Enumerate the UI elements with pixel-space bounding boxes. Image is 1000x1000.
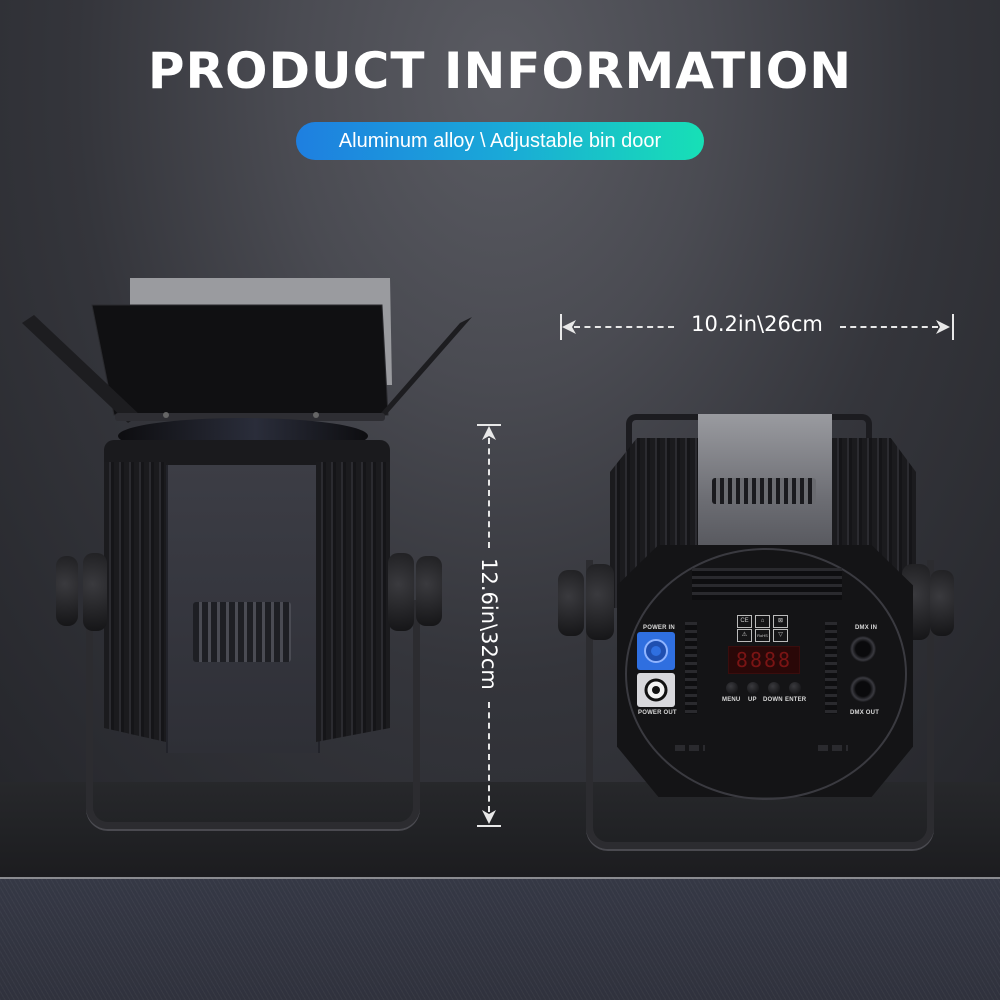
dimension-tick xyxy=(560,314,562,340)
powercon-icon xyxy=(644,639,668,663)
arrow-left-icon xyxy=(562,320,576,334)
feature-pill: Aluminum alloy \ Adjustable bin door xyxy=(296,122,704,160)
enter-label: ENTER xyxy=(785,697,807,703)
power-out-connector[interactable] xyxy=(637,673,675,707)
yoke-bracket xyxy=(86,600,420,829)
dimension-dash xyxy=(574,326,674,328)
menu-label: MENU xyxy=(722,697,741,703)
heatsink-left xyxy=(104,462,166,742)
tilt-hub-right xyxy=(388,553,414,631)
rohs-icon: RoHS xyxy=(755,629,770,642)
dimension-tick xyxy=(477,424,501,426)
dimension-dash xyxy=(840,326,938,328)
background-bottom xyxy=(0,879,1000,1000)
led-display: 8888 xyxy=(728,646,800,674)
dimension-tick xyxy=(952,314,954,340)
arrow-right-icon xyxy=(936,320,950,334)
dimension-dash xyxy=(488,702,490,812)
top-cap xyxy=(104,440,390,466)
enter-button[interactable] xyxy=(789,682,801,694)
tilt-knob-right[interactable] xyxy=(930,570,954,636)
dimension-dash xyxy=(488,438,490,548)
tilt-knob-left[interactable] xyxy=(56,556,78,626)
height-label: 12.6in\32cm xyxy=(477,558,501,690)
top-grille xyxy=(692,568,842,600)
bottom-vent-left xyxy=(675,745,705,751)
down-button[interactable] xyxy=(768,682,780,694)
power-out-label: POWER OUT xyxy=(638,710,677,716)
height-dimension: 12.6in\32cm xyxy=(474,424,504,828)
up-button[interactable] xyxy=(747,682,759,694)
dimension-tick xyxy=(477,825,501,827)
triangle-icon: ▽ xyxy=(773,629,788,642)
page-title: PRODUCT INFORMATION xyxy=(147,42,853,100)
side-grille-left xyxy=(685,622,697,714)
tilt-knob-right[interactable] xyxy=(416,556,442,626)
barn-doors xyxy=(22,278,472,423)
yoke-bracket xyxy=(586,560,934,849)
ce-mark-icon: CE xyxy=(737,615,752,628)
power-in-connector[interactable] xyxy=(637,632,675,670)
powercon-icon xyxy=(644,678,668,702)
bottom-vent-right xyxy=(818,745,848,751)
menu-button[interactable] xyxy=(726,682,738,694)
up-label: UP xyxy=(748,697,757,703)
feature-pill-text: Aluminum alloy \ Adjustable bin door xyxy=(338,129,662,152)
width-dimension: 10.2in\26cm xyxy=(560,312,954,340)
dmx-in-label: DMX IN xyxy=(855,625,878,631)
rear-panel-ring xyxy=(625,548,907,800)
heatsink-right xyxy=(316,462,390,742)
dmx-in-connector[interactable] xyxy=(850,636,876,662)
arrow-up-icon xyxy=(482,426,496,440)
top-vent-slots xyxy=(712,478,816,504)
side-grille-right xyxy=(825,622,837,714)
power-in-label: POWER IN xyxy=(643,625,675,631)
vent-slots xyxy=(193,602,291,662)
tilt-knob-left[interactable] xyxy=(558,570,584,636)
down-label: DOWN xyxy=(763,697,783,703)
weee-icon: ⊠ xyxy=(773,615,788,628)
width-label: 10.2in\26cm xyxy=(691,312,823,336)
arrow-down-icon xyxy=(482,810,496,824)
dmx-out-label: DMX OUT xyxy=(850,710,880,716)
background-floor xyxy=(0,782,1000,878)
floor-edge xyxy=(0,877,1000,879)
dmx-out-connector[interactable] xyxy=(850,676,876,702)
indoor-use-icon: ⌂ xyxy=(755,615,770,628)
warning-icon: ⚠ xyxy=(737,629,752,642)
tilt-hub-left xyxy=(83,553,107,631)
tilt-hub-left xyxy=(586,564,614,640)
